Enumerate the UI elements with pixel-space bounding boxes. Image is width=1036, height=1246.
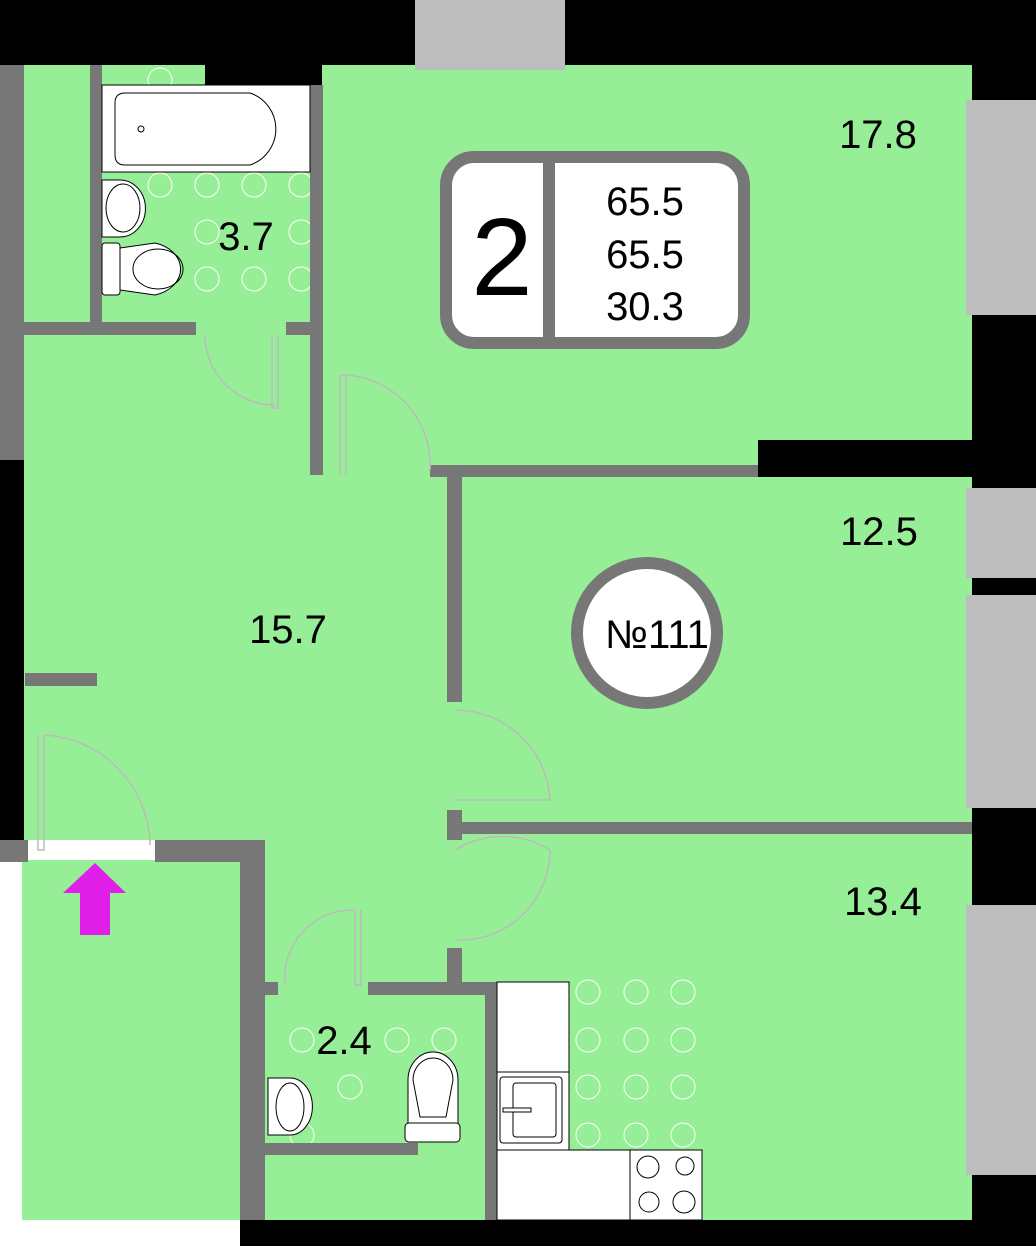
interior-walls	[24, 65, 972, 1220]
apartment-number: №111	[605, 613, 709, 657]
ventilation-shaft	[415, 0, 565, 70]
stove	[629, 1149, 703, 1221]
room-area-bedroom-top: 17.8	[839, 113, 917, 157]
bathroom-sink	[101, 179, 146, 238]
bathtub	[101, 84, 311, 173]
wall	[0, 65, 24, 460]
windows	[966, 100, 1036, 1175]
rooms-count: 2	[471, 196, 532, 319]
bathroom-toilet	[101, 242, 184, 296]
area-total-2: 65.5	[606, 233, 684, 277]
room-area-hallway: 15.7	[249, 608, 327, 652]
room-area-wc: 2.4	[316, 1019, 372, 1063]
room-area-bathroom: 3.7	[218, 215, 274, 259]
wc-toilet	[404, 1051, 461, 1143]
room-area-kitchen: 13.4	[844, 880, 922, 924]
kitchen-tiles	[289, 979, 696, 1148]
bathroom-tiles	[147, 67, 314, 292]
apartment-info-box: 2 65.5 65.5 30.3	[440, 151, 750, 349]
room-area-bedroom-middle: 12.5	[840, 510, 918, 554]
kitchen-counter	[496, 981, 631, 1221]
area-living: 30.3	[606, 285, 684, 329]
wc-sink	[267, 1077, 313, 1136]
area-total: 65.5	[606, 180, 684, 224]
entrance-arrow-icon	[63, 863, 126, 935]
apartment-number-badge: №111	[571, 557, 723, 709]
doors[interactable]	[37, 334, 551, 986]
